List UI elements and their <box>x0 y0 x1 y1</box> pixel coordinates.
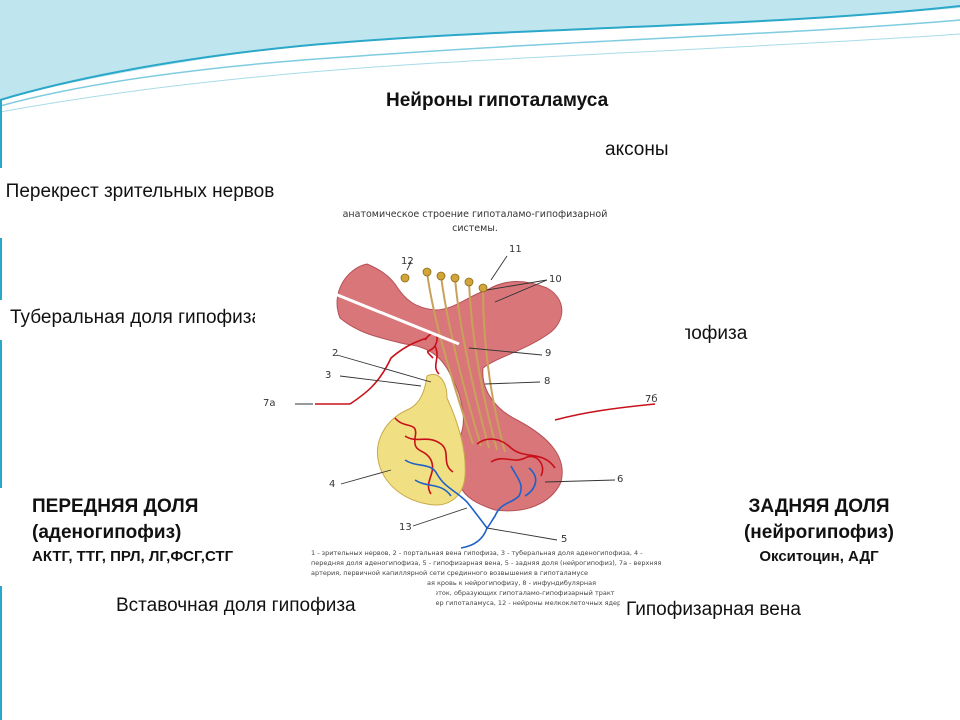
number-label-7b: 7б <box>645 394 658 405</box>
hypothalamus-neurons-title: Нейроны гипоталамуса <box>378 86 751 124</box>
axons-label: аксоны <box>597 130 751 168</box>
top-wave-fill <box>0 0 960 100</box>
posterior-lobe-title: ЗАДНЯЯ ДОЛЯ <box>748 496 890 517</box>
posterior-lobe-subtitle: (нейрогипофиз) <box>743 522 894 543</box>
caption-line: ая кровь к нейрогипофизу, 8 - инфундибул… <box>427 579 597 587</box>
blank-area <box>145 646 840 720</box>
number-label-11: 11 <box>509 244 522 255</box>
diagram-title-line-2: системы. <box>452 223 498 234</box>
number-label-2: 2 <box>332 348 339 359</box>
pituitary-diagram-drawing <box>295 255 656 549</box>
caption-line: 1 - зрительных нервов, 2 - портальная ве… <box>311 549 643 557</box>
pituitary-diagram: анатомическое строение гипоталамо-гипофи… <box>255 198 685 648</box>
number-label-12: 12 <box>401 256 414 267</box>
diagram-title: анатомическое строение гипоталамо-гипофи… <box>285 208 665 236</box>
anterior-lobe-subtitle: (аденогипофиз) <box>32 522 182 543</box>
number-label-9: 9 <box>545 348 552 359</box>
caption-line: 10 - аксоны нейросекреторных клеток, обр… <box>317 589 615 597</box>
diagram-caption: 1 - зрительных нервов, 2 - портальная ве… <box>311 548 679 608</box>
caption-line: 11 - нейроны крупноклеточных ядер гипота… <box>317 599 672 607</box>
pituitary-vein-label: Гипофизарная вена <box>620 590 862 630</box>
axon-tract <box>426 271 506 453</box>
posterior-lobe-block: ЗАДНЯЯ ДОЛЯ (нейрогипофиз) Окситоцин, АД… <box>708 488 930 586</box>
top-wave-line-2 <box>0 19 960 107</box>
intermediate-lobe-label: Вставочная доля гипофиза <box>108 588 436 628</box>
top-wave-line-3 <box>0 33 960 113</box>
arterial-vessels <box>315 332 656 495</box>
number-label-7a: 7а <box>263 398 276 409</box>
anterior-lobe-block: ПЕРЕДНЯЯ ДОЛЯ (аденогипофиз) АКТГ, ТТГ, … <box>0 488 304 586</box>
number-label-5: 5 <box>561 534 568 545</box>
top-wave-line-1 <box>0 5 960 101</box>
venous-vessels <box>404 459 537 549</box>
caption-line: артерия, первичной капиллярной сети сред… <box>311 569 588 577</box>
number-label-6: 6 <box>617 474 624 485</box>
anterior-lobe-hormones: АКТГ, ТТГ, ПРЛ, ЛГ,ФСГ,СТГ <box>32 548 234 565</box>
optic-chiasm-label: Перекрест зрительных нервов <box>0 168 280 238</box>
number-label-4: 4 <box>329 479 336 490</box>
neuron-cells <box>400 267 488 293</box>
posterior-lobe-hormones: Окситоцин, АДГ <box>759 548 879 565</box>
diagram-title-line-1: анатомическое строение гипоталамо-гипофи… <box>342 209 608 220</box>
caption-line: передняя доля аденогипофиза, 5 - гипофиз… <box>311 559 662 567</box>
tuberal-pointer-line <box>334 292 460 346</box>
number-label-8: 8 <box>544 376 551 387</box>
number-label-10: 10 <box>549 274 562 285</box>
number-label-3: 3 <box>325 370 332 381</box>
leader-lines <box>295 255 616 541</box>
anterior-lobe-title: ПЕРЕДНЯЯ ДОЛЯ <box>32 496 199 517</box>
number-label-13: 13 <box>399 522 412 533</box>
